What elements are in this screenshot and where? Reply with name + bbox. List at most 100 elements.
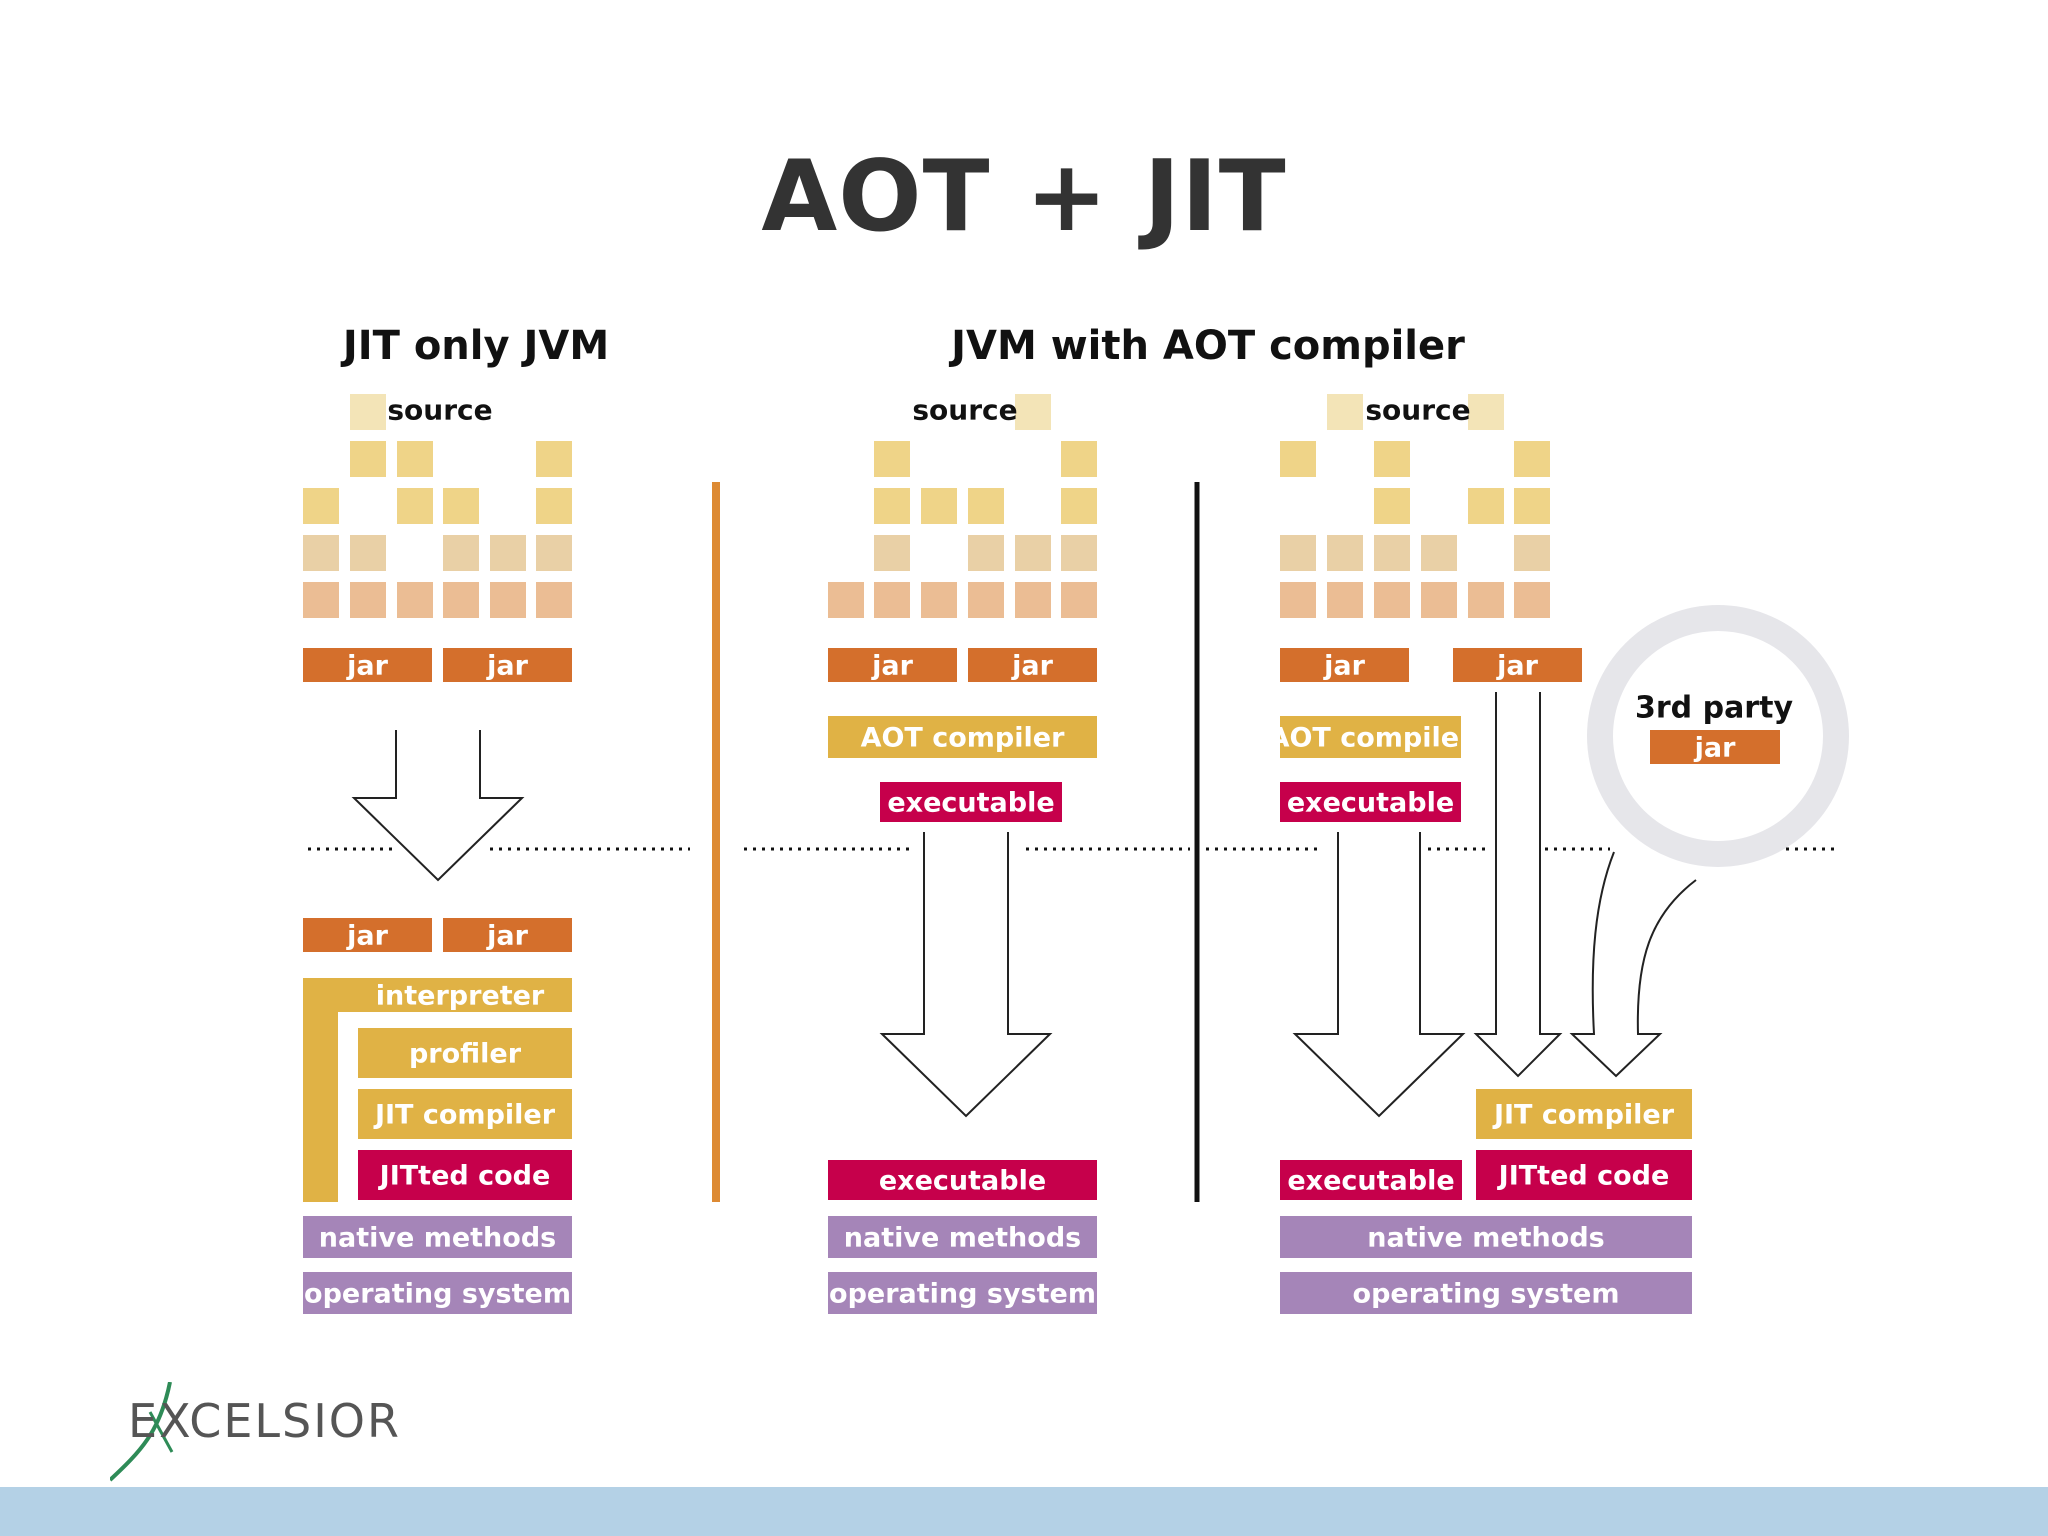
p1-interpreter-label: interpreter	[376, 981, 545, 1012]
p3-arrow-jar	[1473, 692, 1563, 1078]
p2-native-methods-label: native methods	[844, 1223, 1081, 1254]
p1-jar-c	[303, 918, 432, 952]
p1-jitted-code	[358, 1150, 572, 1200]
panel-heading-jit-only: JIT only JVM	[340, 323, 609, 369]
p1-source-square-14	[350, 582, 386, 618]
p3-source-label: source	[1365, 394, 1470, 427]
p3-jar-a-label: jar	[1323, 651, 1365, 682]
slide-title: AOT + JIT	[761, 140, 1287, 254]
p1-jar-d-label: jar	[486, 921, 528, 952]
p2-source-square-7	[874, 535, 910, 571]
p2-executable-top	[880, 782, 1062, 822]
p3-source-square-5	[1374, 488, 1410, 524]
p2-source-square-2	[1061, 441, 1097, 477]
p1-source-square-10	[443, 535, 479, 571]
p1-jit-compiler	[358, 1089, 572, 1139]
p3-source-square-12	[1514, 535, 1550, 571]
p3-source-square-8	[1280, 535, 1316, 571]
third-party-jar-label: jar	[1694, 733, 1736, 764]
p3-source-square-13	[1280, 582, 1316, 618]
p3-executable-bottom-label: executable	[1287, 1166, 1454, 1197]
p1-native-methods-label: native methods	[319, 1223, 556, 1254]
p2-source-square-15	[1015, 582, 1051, 618]
p3-aot-compiler-label: AOT compiler	[1269, 723, 1474, 754]
p3-executable-top	[1280, 782, 1461, 822]
p1-jar-a	[303, 648, 432, 682]
p2-source-square-3	[874, 488, 910, 524]
panel-heading-aot: JVM with AOT compiler	[948, 323, 1465, 369]
p2-native-methods	[828, 1216, 1097, 1258]
p1-profiler-label: profiler	[409, 1039, 522, 1070]
p1-source-square-0	[350, 394, 386, 430]
p3-source-square-2	[1280, 441, 1316, 477]
p2-jar-a	[828, 648, 957, 682]
p1-source-square-4	[303, 488, 339, 524]
p3-source-square-17	[1468, 582, 1504, 618]
p1-jar-b-label: jar	[486, 651, 528, 682]
p2-jar-b	[968, 648, 1097, 682]
p1-source-square-15	[397, 582, 433, 618]
p2-source-square-8	[968, 535, 1004, 571]
p1-source-square-12	[536, 535, 572, 571]
p2-source-square-14	[968, 582, 1004, 618]
logo-swoosh-icon	[110, 1382, 174, 1482]
p3-source-square-10	[1374, 535, 1410, 571]
p2-jar-a-label: jar	[871, 651, 913, 682]
p1-source-square-18	[536, 582, 572, 618]
p2-aot-compiler	[828, 716, 1097, 758]
p2-source-square-10	[1061, 535, 1097, 571]
p2-aot-compiler-label: AOT compiler	[861, 723, 1066, 754]
p3-aot-compiler	[1280, 716, 1461, 758]
p2-source-square-1	[874, 441, 910, 477]
p1-source-square-7	[536, 488, 572, 524]
p2-source-square-0	[1015, 394, 1051, 430]
p1-source-square-11	[490, 535, 526, 571]
p1-interpreter-bar	[303, 978, 572, 1012]
p1-source-square-13	[303, 582, 339, 618]
footer-bar	[0, 1487, 2048, 1536]
p1-source-square-8	[303, 535, 339, 571]
p3-arrow-third-party	[1569, 851, 1697, 1078]
p3-source-square-15	[1374, 582, 1410, 618]
p3-native-methods	[1280, 1216, 1692, 1258]
p3-source-square-0	[1327, 394, 1363, 430]
p3-executable-top-label: executable	[1287, 788, 1454, 819]
p3-executable-bottom	[1280, 1160, 1462, 1200]
p2-source-label: source	[912, 394, 1017, 427]
p2-source-square-4	[921, 488, 957, 524]
p3-jar-b-label: jar	[1496, 651, 1538, 682]
third-party-label: 3rd party	[1635, 691, 1793, 726]
third-party-jar	[1650, 730, 1780, 764]
p2-source-square-5	[968, 488, 1004, 524]
p2-source-square-13	[921, 582, 957, 618]
p1-interpreter-side	[303, 978, 338, 1202]
p2-source-square-6	[1061, 488, 1097, 524]
p1-operating-system	[303, 1272, 572, 1314]
p1-source-square-6	[443, 488, 479, 524]
p2-arrow	[879, 832, 1053, 1118]
p1-source-square-3	[536, 441, 572, 477]
logo-text: EXCELSIOR	[128, 1394, 401, 1448]
p2-executable-top-label: executable	[887, 788, 1054, 819]
p3-jar-a	[1280, 648, 1409, 682]
p2-source-square-16	[1061, 582, 1097, 618]
p1-source-label: source	[387, 394, 492, 427]
p3-jar-b	[1453, 648, 1582, 682]
p3-source-square-14	[1327, 582, 1363, 618]
p2-operating-system	[828, 1272, 1097, 1314]
p3-operating-system	[1280, 1272, 1692, 1314]
p1-source-square-2	[397, 441, 433, 477]
p1-source-square-5	[397, 488, 433, 524]
p3-operating-system-label: operating system	[1353, 1279, 1620, 1310]
p1-arrow	[351, 730, 525, 882]
p2-source-square-11	[828, 582, 864, 618]
p1-source-square-1	[350, 441, 386, 477]
p3-source-square-9	[1327, 535, 1363, 571]
p1-jar-a-label: jar	[346, 651, 388, 682]
p3-source-square-7	[1514, 488, 1550, 524]
p1-jar-c-label: jar	[346, 921, 388, 952]
p2-jar-b-label: jar	[1011, 651, 1053, 682]
p1-profiler	[358, 1028, 572, 1078]
